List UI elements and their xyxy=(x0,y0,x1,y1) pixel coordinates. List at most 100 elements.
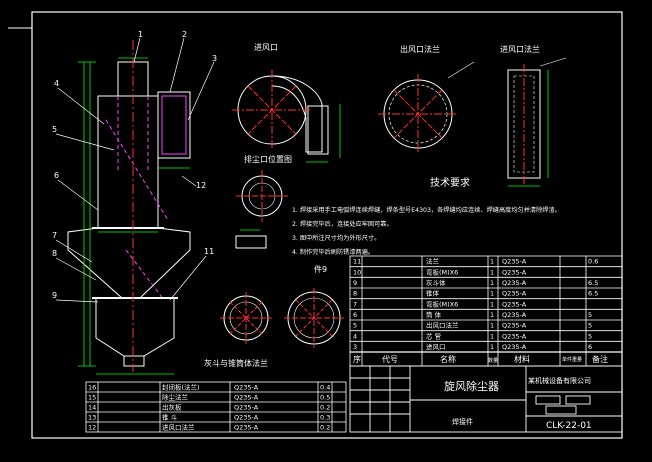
svg-text:4: 4 xyxy=(54,79,59,88)
bom-header-name: 名称 xyxy=(440,354,456,364)
bom-row-name: 筒 体 xyxy=(426,310,442,319)
bom-left-no: 15 xyxy=(88,394,96,402)
inlet-flange-view: 进风口法兰 xyxy=(500,44,567,187)
bom-header-note: 备注 xyxy=(592,354,608,364)
title-drawing-name: 旋风除尘器 xyxy=(444,379,499,393)
bom-left-material: Q235-A xyxy=(234,404,259,412)
bom-left-weight: 0.3 xyxy=(320,414,330,422)
bom-row-material: Q235-A xyxy=(502,279,527,287)
bom-row-material: Q235-A xyxy=(502,311,527,319)
title-sub: 焊接件 xyxy=(452,417,473,426)
bom-row-no: 9 xyxy=(353,279,357,287)
bom-left-no: 13 xyxy=(88,414,96,422)
inlet-duct xyxy=(307,105,329,155)
balloon-numbers: 1 2 3 4 5 6 7 8 9 12 11 xyxy=(52,30,217,300)
svg-text:12: 12 xyxy=(196,181,206,190)
bom-row-qty: 1 xyxy=(490,343,494,351)
bom-left-no: 14 xyxy=(88,404,96,412)
bom-left-weight: 0.4 xyxy=(320,384,330,392)
bom-row-weight: 5 xyxy=(588,322,592,330)
bom-row-no: 7 xyxy=(353,300,357,308)
svg-text:9: 9 xyxy=(52,291,57,300)
title-block xyxy=(349,365,623,433)
outlet-flange-view: 出风口法兰 xyxy=(378,44,475,154)
svg-text:5: 5 xyxy=(52,125,57,134)
label-outlet-flange-view: 出风口法兰 xyxy=(400,44,440,54)
bom-row-material: Q235-A xyxy=(502,300,527,308)
bom-row-weight: 6.5 xyxy=(588,279,598,287)
bom-row-weight: 6 xyxy=(588,343,592,351)
bom-left-material: Q235-A xyxy=(234,414,259,422)
bom-row-material: Q235-A xyxy=(502,268,527,276)
bom-left-weight: 0.2 xyxy=(320,404,330,412)
svg-text:3: 3 xyxy=(212,54,217,63)
title-company: 某机械设备有限公司 xyxy=(528,376,591,385)
bom-row-name: 出风口法兰 xyxy=(426,321,459,330)
title-drawing-no: CLK-22-01 xyxy=(546,421,592,431)
bom-right-table xyxy=(349,255,623,367)
elevation-dimensions xyxy=(78,57,190,375)
technical-requirements: 技术要求 1. 焊接采用手工电弧焊连续焊缝，焊条型号E4303，各焊缝均应连续、… xyxy=(292,176,561,256)
bom-left-name: 除尘法兰 xyxy=(162,393,189,402)
tech-req-2: 2. 焊接完毕后，连接处应牢固可靠。 xyxy=(292,220,393,228)
bom-row-no: 6 xyxy=(353,311,357,319)
label-cone-flange-view: 灰斗与锥筒体法兰 xyxy=(204,358,268,368)
bom-left-material: Q235-A xyxy=(234,394,259,402)
bom-left-material: Q235-A xyxy=(234,424,259,432)
bom-row-material: Q235-A xyxy=(502,290,527,298)
svg-text:7: 7 xyxy=(52,231,57,240)
label-part9-view: 件9 xyxy=(314,264,327,274)
bom-row-weight: 5 xyxy=(588,332,592,340)
bom-left-weight: 0.2 xyxy=(320,424,330,432)
flange-bolt-view: 排尘口位置图 xyxy=(235,154,292,249)
bom-row-qty: 1 xyxy=(490,322,494,330)
bom-left-name: 出灰板 xyxy=(162,403,182,412)
bom-row-name: 弯板(M)X6 xyxy=(426,267,458,276)
svg-text:8: 8 xyxy=(52,249,57,258)
drawing-border xyxy=(31,11,623,439)
bom-row-weight: 6.5 xyxy=(588,290,598,298)
bom-left-table xyxy=(85,381,347,433)
bom-header-weight: 单件重量 xyxy=(562,356,582,363)
bom-row-no: 11 xyxy=(353,258,361,266)
svg-text:11: 11 xyxy=(204,247,214,256)
label-flange-bolt-view: 排尘口位置图 xyxy=(244,154,292,164)
bom-row-no: 5 xyxy=(353,322,357,330)
bom-row-weight: 0.6 xyxy=(588,258,598,266)
svg-text:6: 6 xyxy=(54,171,59,180)
tech-req-3: 3. 图中所注尺寸均为外形尺寸。 xyxy=(292,234,380,242)
bom-header-code: 代号 xyxy=(382,354,398,364)
bom-row-qty: 1 xyxy=(490,300,494,308)
bom-row-material: Q235-A xyxy=(502,258,527,266)
svg-text:2: 2 xyxy=(182,30,187,39)
bom-row-qty: 1 xyxy=(490,290,494,298)
bom-left-name: 进风口法兰 xyxy=(162,423,195,432)
bom-row-qty: 1 xyxy=(490,279,494,287)
bom-row-name: 法兰 xyxy=(426,257,440,266)
bom-row-name: 进风口 xyxy=(426,343,446,351)
bom-row-material: Q235-A xyxy=(502,332,527,340)
bom-row-qty: 1 xyxy=(490,258,494,266)
bom-row-no: 8 xyxy=(353,290,357,298)
bom-header-qty: 数量 xyxy=(488,357,498,364)
cyclone-elevation xyxy=(67,61,191,367)
bom-row-qty: 1 xyxy=(490,268,494,276)
bom-row-name: 弯板(M)X6 xyxy=(426,299,458,308)
bom-header-material: 材料 xyxy=(514,354,530,364)
bom-row-weight: 5 xyxy=(588,311,592,319)
cone-flange-view: 灰斗与锥筒体法兰 xyxy=(204,292,272,368)
part9-view: 件9 xyxy=(284,264,344,348)
bom-row-name: 芯 管 xyxy=(426,331,442,340)
label-inlet-view: 进风口 xyxy=(254,43,278,52)
bom-left-no: 12 xyxy=(88,424,96,432)
inlet-box xyxy=(157,91,191,159)
bom-row-qty: 1 xyxy=(490,311,494,319)
leader-lines xyxy=(55,37,215,303)
svg-text:1: 1 xyxy=(138,30,143,39)
bom-header-no: 序 xyxy=(353,354,361,364)
label-inlet-flange-view: 进风口法兰 xyxy=(500,44,540,54)
